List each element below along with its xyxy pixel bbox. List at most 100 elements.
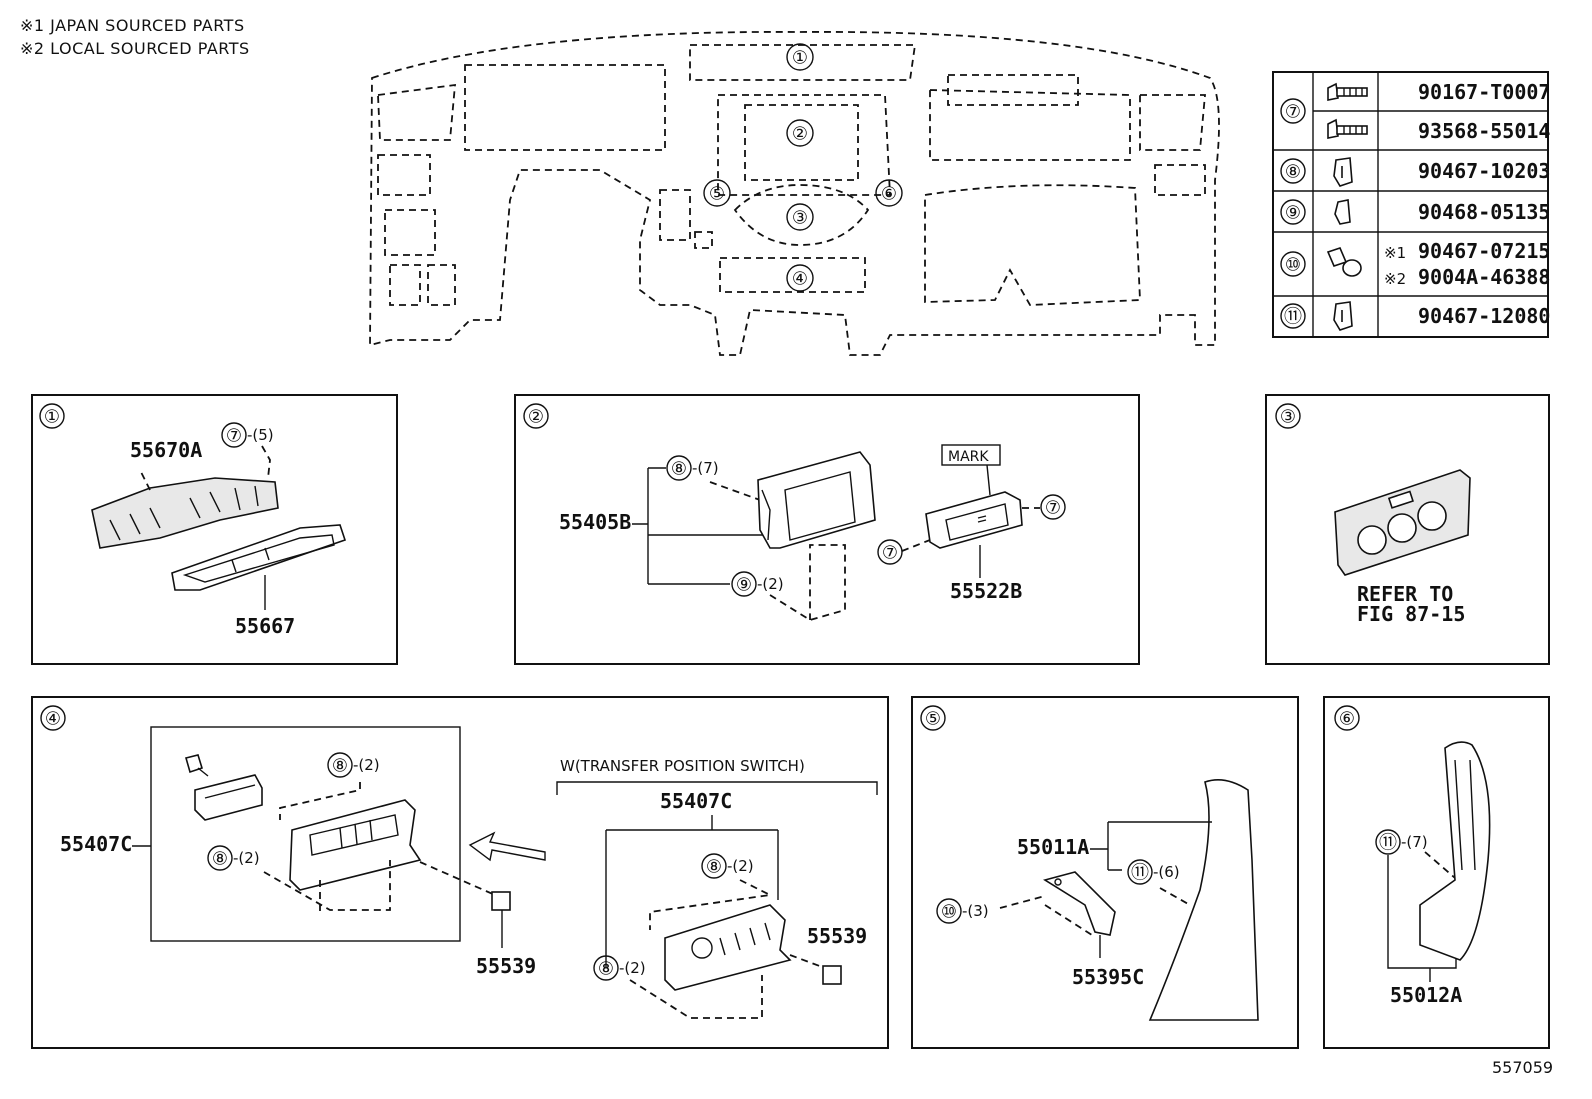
svg-text:②: ② [792, 124, 808, 145]
note-japan-sourced: ※1 JAPAN SOURCED PARTS [20, 16, 245, 35]
clip-ref: ⑪ [1379, 833, 1397, 854]
source-prefix: ※1 [1384, 244, 1406, 262]
overview-marker-6: ⑥ [875, 179, 903, 207]
svg-text:①: ① [792, 48, 808, 69]
note-local-sourced: ※2 LOCAL SOURCED PARTS [20, 39, 250, 58]
part-label-vent: 55670A [130, 438, 202, 462]
clip8-qty: -(7) [692, 459, 719, 477]
inset-frame [150, 726, 461, 942]
panel-4-lower-bezel: ④ 55407C ⑧ -(2) ⑧ -(2) 55539 W [31, 696, 889, 1049]
mounting-bracket [1043, 871, 1116, 936]
clip-r1-qty: -(2) [727, 857, 754, 875]
clip-top-qty: -(2) [353, 756, 380, 774]
table-row: ⑧ 90467-10203 [1280, 157, 1550, 187]
clip-r2-ref: ⑧ [598, 959, 614, 980]
overview-zone-6-area [924, 184, 1141, 306]
screw-ref-a: ⑦ [1045, 498, 1061, 519]
clip-icon [1333, 301, 1353, 331]
part-label-bracket: 55395C [1072, 965, 1144, 989]
screw-icon [1327, 118, 1368, 139]
clip-qty: -(5) [247, 426, 274, 444]
part-label-plug-left: 55539 [476, 954, 536, 978]
plug-left [491, 891, 511, 911]
parts-table: ⑦ 90167-T0007 93568-55014 ⑧ 90467-10203 [1272, 71, 1550, 338]
overview-zone-4 [719, 257, 866, 293]
overview-marker-5: ⑤ [703, 179, 731, 207]
part-number: 90167-T0007 [1418, 80, 1550, 104]
part-label-switch: 55522B [950, 579, 1022, 603]
clip-qty: -(6) [1153, 863, 1180, 881]
source-prefix: ※2 [1384, 270, 1406, 288]
clip8-ref: ⑧ [671, 459, 687, 480]
clip-ref: ⑦ [226, 426, 242, 447]
air-vent-assembly [91, 469, 279, 549]
part-label-cover: 55011A [1017, 835, 1089, 859]
clip-r1-ref: ⑧ [706, 857, 722, 878]
overview-marker-1: ① [786, 43, 814, 71]
part-label-display: 55405B [559, 510, 631, 534]
switch-bezel-right [664, 904, 792, 991]
part-number: 90468-05135 [1418, 200, 1550, 224]
clip9-ref: ⑨ [736, 575, 752, 596]
panel-6-side-cover: ⑥ ⑪ -(7) 55012A [1323, 696, 1550, 1049]
panel-5-side-cover: ⑤ 55011A ⑪ -(6) ⑩ -(3) 55395C [911, 696, 1299, 1049]
panel-marker: ④ [45, 709, 61, 730]
panel-marker: ⑥ [1339, 709, 1355, 730]
clip-top-ref: ⑧ [332, 756, 348, 777]
storage-pocket [194, 774, 263, 821]
knee-cover-right [1419, 741, 1491, 961]
panel-1-center-vents: ① 55670A ⑦ -(5) 55667 [31, 394, 398, 665]
refer-line-1: REFER TO [1357, 582, 1453, 606]
knee-cover-left [1148, 779, 1259, 1021]
part-number: 90467-10203 [1418, 159, 1550, 183]
climate-control-panel [1334, 469, 1471, 576]
row-ref: ⑦ [1285, 102, 1301, 123]
clip-ref: ⑪ [1131, 863, 1149, 884]
svg-text:④: ④ [792, 269, 808, 290]
grommet-ref: ⑩ [941, 902, 957, 923]
clip-r2-qty: -(2) [619, 959, 646, 977]
grommet-qty: -(3) [962, 902, 989, 920]
part-number: 90467-12080 [1418, 304, 1550, 328]
refer-line-2: FIG 87-15 [1357, 602, 1465, 626]
clip9-qty: -(2) [757, 575, 784, 593]
panel-marker: ③ [1280, 407, 1296, 428]
panel-marker: ⑤ [925, 709, 941, 730]
part-label-bezel-left: 55407C [60, 832, 132, 856]
clip-qty: -(7) [1401, 833, 1428, 851]
table-row: ⑪ 90467-12080 [1280, 301, 1550, 331]
clip-mid-ref: ⑧ [212, 849, 228, 870]
clip-mid-qty: -(2) [233, 849, 260, 867]
screw-ref-b: ⑦ [882, 543, 898, 564]
variant-label: W(TRANSFER POSITION SWITCH) [560, 757, 805, 775]
screw-icon [1327, 82, 1368, 101]
overview-zone-3 [733, 184, 870, 246]
panel-2-display: ② ⑧ -(7) 55405B ⑨ -(2) MARK ⑦ ⑦ 555 [514, 394, 1140, 665]
overview-zone-2 [717, 94, 891, 196]
dashboard-overview: ① ② ③ ④ ⑤ ⑥ [369, 31, 1220, 356]
svg-text:⑥: ⑥ [881, 184, 897, 205]
table-row: ⑨ 90468-05135 [1280, 199, 1550, 225]
svg-text:③: ③ [792, 208, 808, 229]
switch-bezel-left [289, 799, 422, 891]
part-label-cover: 55012A [1390, 983, 1462, 1007]
part-number: 93568-55014 [1418, 119, 1550, 143]
screw-icon [185, 754, 209, 777]
overview-marker-3: ③ [786, 203, 814, 231]
part-label-bezel: 55667 [235, 614, 295, 638]
plug-right [822, 965, 842, 985]
panel-marker: ① [44, 407, 60, 428]
vent-bezel [171, 524, 347, 591]
table-row: ⑦ 90167-T0007 93568-55014 [1280, 80, 1550, 143]
clip-icon [1333, 157, 1353, 187]
part-number: 90467-07215 [1418, 239, 1550, 263]
part-label-plug-right: 55539 [807, 924, 867, 948]
mark-label: MARK [948, 449, 989, 465]
switch-unit [925, 491, 1023, 549]
display-unit [757, 451, 876, 549]
part-label-bezel-right: 55407C [660, 789, 732, 813]
svg-text:⑤: ⑤ [709, 184, 725, 205]
grommet-icon [1326, 247, 1362, 277]
row-ref: ⑪ [1284, 307, 1302, 328]
figure-id: 557059 [1492, 1058, 1553, 1077]
